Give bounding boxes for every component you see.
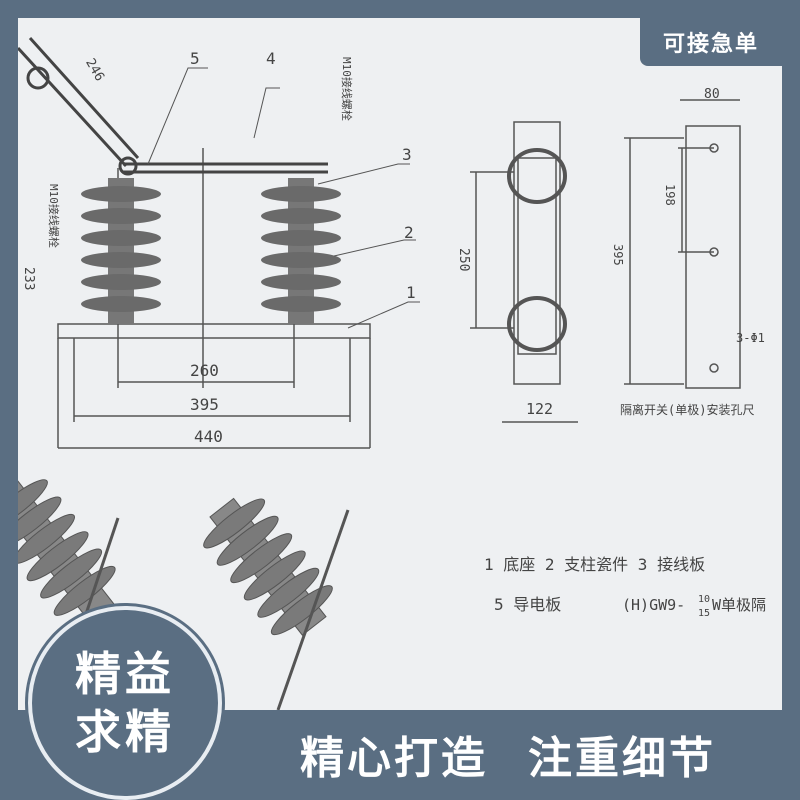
legend-row-1: 1 底座 2 支柱瓷件 3 接线板	[484, 555, 705, 574]
legend-model-prefix: (H)GW9-	[622, 596, 685, 614]
legend-row-2a: 5 导电板	[494, 595, 561, 614]
callout-4: 4	[266, 49, 276, 68]
dim-250: 250	[456, 248, 471, 271]
badge-line-2: 求精	[75, 705, 175, 759]
legend-model-den: 15	[698, 608, 710, 619]
dim-80: 80	[704, 87, 720, 102]
svg-text:246: 246	[82, 56, 107, 84]
bolt-note-right: M10接线螺栓	[340, 57, 354, 121]
slogan-part-2: 注重细节	[528, 733, 716, 784]
front-view	[470, 121, 578, 423]
callout-2: 2	[404, 223, 414, 242]
quality-badge: 精益 求精	[28, 606, 222, 800]
slogan: 精心打造 注重细节	[300, 722, 770, 786]
callout-5: 5	[190, 49, 200, 68]
legend-model-suffix: W单极隔	[712, 596, 766, 614]
base-plate	[57, 323, 371, 339]
hole-note: 3-Φ1	[736, 331, 765, 345]
dim-122: 122	[526, 400, 553, 418]
dim-260: 260	[190, 361, 219, 380]
dim-198: 198	[663, 184, 677, 206]
drawing-sheet: 246 233 260 395 440 5 4 3 2 1 M10接线螺栓 M1…	[18, 18, 782, 710]
callout-1: 1	[406, 283, 416, 302]
insulator-left	[81, 178, 161, 324]
bolt-note-left: M10接线螺栓	[47, 184, 61, 248]
urgent-order-tag: 可接急单	[640, 18, 782, 66]
svg-text:233: 233	[21, 267, 36, 290]
technical-drawing: 246 233 260 395 440 5 4 3 2 1 M10接线螺栓 M1…	[18, 36, 766, 710]
badge-line-1: 精益	[75, 647, 175, 701]
product-photo	[18, 478, 350, 710]
dim-395-plate: 395	[611, 244, 625, 266]
slogan-part-1: 精心打造	[300, 733, 488, 784]
legend-model-num: 10	[698, 594, 710, 605]
dim-395: 395	[190, 395, 219, 414]
mount-caption: 隔离开关(单极)安装孔尺	[620, 402, 754, 417]
callout-3: 3	[402, 145, 412, 164]
insulator-right	[261, 178, 341, 324]
dim-440: 440	[194, 427, 223, 446]
switch-blade	[18, 36, 328, 176]
mount-plate	[624, 99, 741, 389]
